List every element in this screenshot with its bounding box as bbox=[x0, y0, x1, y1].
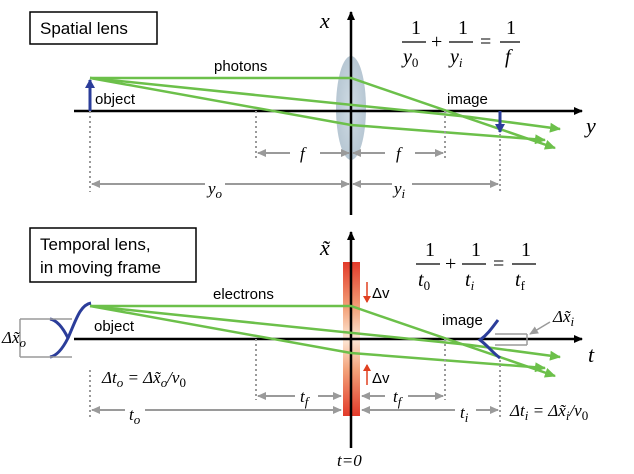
svg-text:+: + bbox=[445, 253, 456, 275]
object-width-bracket bbox=[19, 318, 72, 358]
temporal-title-line1: Temporal lens, bbox=[40, 235, 151, 254]
t-axis-label: t bbox=[588, 342, 595, 367]
spatial-lens-equation: 1 y0 + 1 yi = 1 f bbox=[401, 17, 520, 70]
svg-text:=: = bbox=[480, 31, 491, 53]
svg-text:f: f bbox=[505, 46, 513, 68]
object-pulse bbox=[49, 301, 92, 359]
svg-text:1: 1 bbox=[425, 239, 435, 261]
image-width-bracket bbox=[495, 321, 551, 346]
xtilde-axis-label: x̃ bbox=[319, 235, 330, 260]
svg-text:yi: yi bbox=[448, 46, 463, 70]
svg-text:1: 1 bbox=[506, 17, 516, 39]
svg-text:1: 1 bbox=[458, 17, 468, 39]
electrons-label: electrons bbox=[213, 286, 274, 303]
tf-left-label: tf bbox=[300, 387, 311, 409]
tf-right-label: tf bbox=[393, 387, 404, 409]
image-pulse bbox=[477, 319, 501, 360]
image-label: image bbox=[447, 91, 488, 108]
ti-label: ti bbox=[460, 403, 469, 425]
spatial-title: Spatial lens bbox=[40, 19, 128, 38]
svg-text:y0: y0 bbox=[401, 46, 418, 70]
delta-xi-label: Δx̃i bbox=[552, 307, 575, 329]
svg-text:1: 1 bbox=[521, 239, 531, 261]
image-label-bottom: image bbox=[442, 312, 483, 329]
dv-top-label: Δv bbox=[372, 285, 390, 302]
delta-xo-label: Δx̃o bbox=[1, 328, 27, 350]
photons-label: photons bbox=[214, 58, 267, 75]
temporal-lens-equation: 1 t0 + 1 ti = 1 tf bbox=[416, 239, 536, 293]
bottom-dotted-guides bbox=[89, 339, 501, 418]
temporal-title-box bbox=[29, 227, 197, 283]
electron-rays bbox=[89, 304, 561, 378]
svg-text:ti: ti bbox=[465, 269, 475, 293]
svg-text:+: + bbox=[431, 31, 442, 53]
f-right-label: f bbox=[396, 144, 403, 163]
x-axis-label: x bbox=[319, 8, 330, 33]
svg-text:tf: tf bbox=[515, 269, 526, 293]
f-left-label: f bbox=[300, 144, 307, 163]
top-dotted-guides bbox=[89, 111, 501, 192]
svg-text:1: 1 bbox=[471, 239, 481, 261]
svg-text:1: 1 bbox=[411, 17, 421, 39]
dv-bottom-label: Δv bbox=[372, 370, 390, 387]
spatial-lens-panel: Spatial lens x y photons object image bbox=[29, 8, 596, 215]
object-label-bottom: object bbox=[94, 318, 135, 335]
temporal-title-line2: in moving frame bbox=[40, 258, 161, 277]
delta-to-equation: Δto = Δx̃o/v0 bbox=[101, 368, 186, 390]
spatial-title-box bbox=[29, 11, 158, 45]
svg-text:=: = bbox=[493, 253, 504, 275]
y-axis-label: y bbox=[584, 113, 596, 138]
t-zero-label: t=0 bbox=[337, 451, 362, 470]
to-label: to bbox=[129, 405, 141, 427]
photon-rays bbox=[89, 76, 561, 150]
svg-text:t0: t0 bbox=[418, 269, 430, 293]
object-pulse-upper bbox=[49, 317, 70, 339]
delta-ti-equation: Δti = Δx̃i/v0 bbox=[509, 401, 588, 423]
yi-label: yi bbox=[392, 179, 406, 201]
yo-label: yo bbox=[206, 179, 223, 201]
temporal-lens-panel: Temporal lens, in moving frame x̃ t elec… bbox=[1, 227, 595, 470]
object-label: object bbox=[95, 91, 136, 108]
